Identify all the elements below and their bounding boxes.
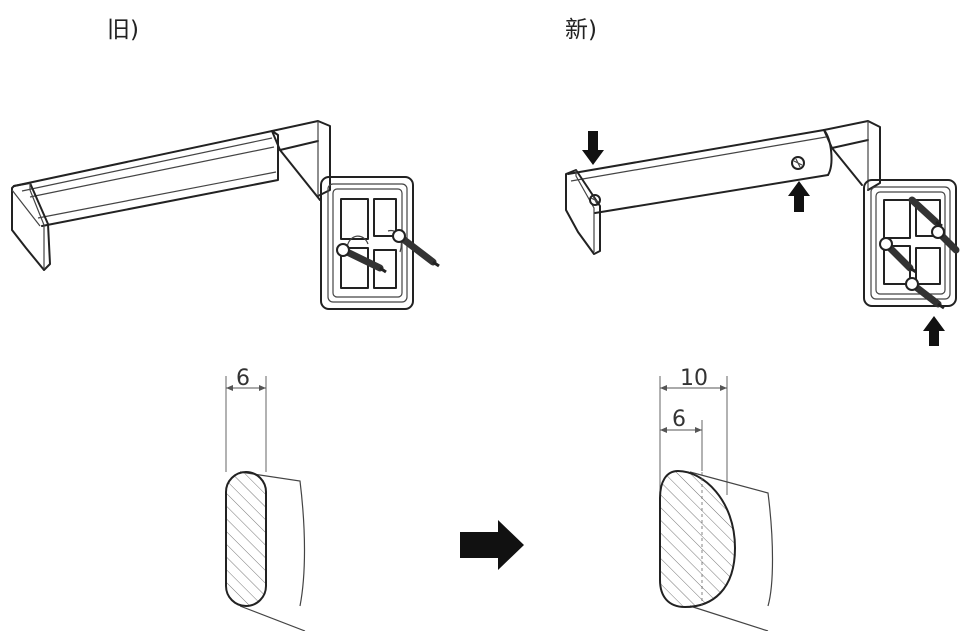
old-holder-illustration <box>11 120 414 310</box>
old-screw-right <box>392 229 440 268</box>
new-outer-width-label: 10 <box>680 366 708 391</box>
old-cross-section: 6 <box>225 366 306 631</box>
new-screw-3 <box>879 237 917 274</box>
arrow-right-icon <box>460 520 524 570</box>
new-cross-section: 10 6 <box>659 366 774 631</box>
new-holder-illustration <box>565 120 957 307</box>
old-screw-left <box>336 243 387 274</box>
new-screw-4 <box>905 277 945 310</box>
new-screw-1 <box>908 196 943 228</box>
arrow-up-icon <box>788 181 810 212</box>
arrow-down-icon <box>582 131 604 165</box>
new-inner-width-label: 6 <box>672 407 686 432</box>
new-heading: 新) <box>565 17 597 43</box>
old-heading: 旧) <box>107 17 139 43</box>
arrow-up-icon <box>923 316 945 346</box>
old-width-label: 6 <box>236 366 250 391</box>
new-screw-2 <box>931 225 960 254</box>
